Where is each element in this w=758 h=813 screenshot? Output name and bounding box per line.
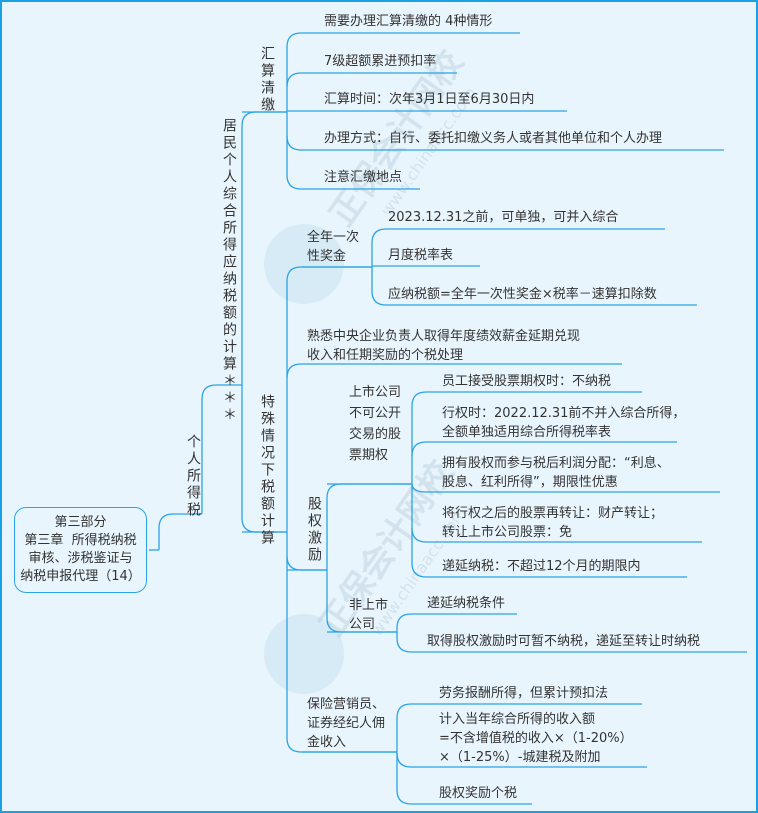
connector: [371, 290, 697, 306]
connector: [286, 266, 372, 282]
connector: [411, 441, 677, 457]
node-individual-income-tax[interactable]: 个人所得税: [185, 434, 201, 519]
watermark-logo: [264, 614, 344, 694]
leaf-settlement-cases[interactable]: 需要办理汇算清缴的 4种情形: [324, 14, 493, 29]
connector: [411, 391, 642, 407]
connector: [371, 228, 665, 244]
connector: [241, 111, 287, 127]
leaf-settlement-time[interactable]: 汇算时间：次年3月1日至6月30日内: [324, 92, 535, 107]
leaf-bonus-before-2023[interactable]: 2023.12.31之前，可单独，可并入综合: [388, 210, 619, 225]
connector: [396, 637, 747, 653]
connector: [286, 32, 520, 48]
node-insurance-commission[interactable]: 保险营销员、 证券经纪人佣 金收入: [307, 697, 386, 750]
connector: [286, 737, 397, 753]
leaf-exercise[interactable]: 行权时：2022.12.31前不并入综合所得， 全额单独适用综合所得税率表: [442, 406, 686, 440]
leaf-bonus-formula[interactable]: 应纳税额=全年一次性奖金×税率－速算扣除数: [388, 287, 657, 302]
leaf-settlement-method[interactable]: 办理方式：自行、委托扣缴义务人或者其他单位和个人办理: [324, 131, 663, 146]
node-special-cases[interactable]: 特殊情况下税额计算: [259, 394, 275, 547]
leaf-resale[interactable]: 将行权之后的股票再转让：财产转让； 转让上市公司股票：免: [442, 506, 664, 540]
leaf-settlement-location[interactable]: 注意汇缴地点: [324, 170, 403, 185]
root-node[interactable]: 第三部分 第三章 所得税纳税 审核、涉税鉴证与 纳税申报代理（14）: [14, 507, 147, 593]
node-central-enterprise[interactable]: 熟悉中央企业负责人取得年度绩效薪金延期兑现 收入和任期奖励的个税处理: [307, 329, 581, 363]
leaf-deferral-conditions[interactable]: 递延纳税条件: [427, 596, 506, 611]
leaf-equity-award-tax[interactable]: 股权奖励个税: [439, 786, 518, 801]
connector: [411, 527, 702, 543]
leaf-grant-no-tax[interactable]: 员工接受股票期权时：不纳税: [442, 374, 612, 389]
leaf-labor-remuneration[interactable]: 劳务报酬所得，但累计预扣法: [439, 686, 609, 701]
connector: [201, 384, 242, 400]
connector: [286, 363, 622, 379]
node-listed-stock-options[interactable]: 上市公司 不可公开 交易的股 票期权: [349, 385, 402, 463]
connector: [411, 562, 687, 578]
connector: [158, 513, 202, 529]
connector: [396, 703, 642, 719]
leaf-profit-distribution[interactable]: 拥有股权而参与税后利润分配：“利息、 股息、红利所得”，期限性优惠: [442, 456, 670, 490]
leaf-withholding-rate[interactable]: 7级超额累进预扣率: [324, 54, 437, 69]
connector: [286, 135, 724, 151]
leaf-deferred-12-months[interactable]: 递延纳税：不超过12个月的期限内: [442, 559, 641, 574]
connector: [396, 752, 647, 768]
connector: [286, 174, 420, 190]
node-annual-bonus[interactable]: 全年一次 性奖金: [307, 230, 360, 264]
connector: [411, 483, 720, 493]
connector: [396, 613, 517, 629]
node-annual-settlement[interactable]: 汇算清缴: [259, 46, 275, 114]
watermark-logo: [264, 224, 344, 304]
leaf-income-amount-formula[interactable]: 计入当年综合所得的收入额 =不含增值税的收入×（1-20%） ×（1-25%）-…: [439, 712, 633, 765]
connector: [286, 72, 457, 88]
connector: [326, 483, 412, 499]
leaf-monthly-rate-table[interactable]: 月度税率表: [388, 248, 454, 263]
connector: [396, 789, 532, 805]
node-unlisted-company[interactable]: 非上市 公司: [349, 598, 389, 632]
node-resident-comprehensive-income[interactable]: 居民个人综合所得应纳税额的计算＊＊＊: [221, 118, 237, 424]
leaf-deferral-until-transfer[interactable]: 取得股权激励时可暂不纳税，递延至转让时纳税: [427, 634, 701, 649]
node-equity-incentive[interactable]: 股权激励: [306, 496, 322, 564]
